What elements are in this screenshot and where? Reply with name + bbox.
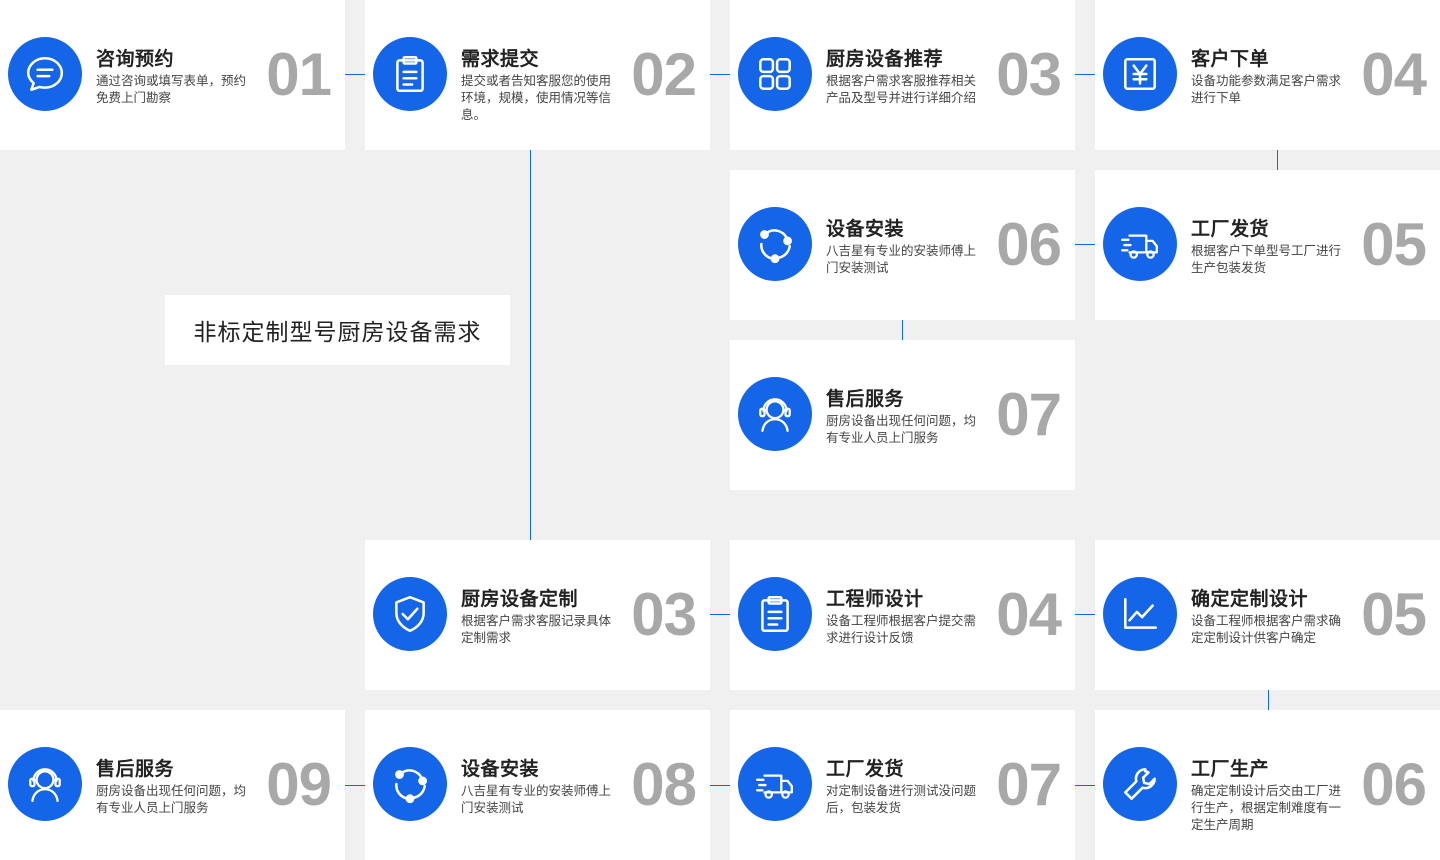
- step-title: 确定定制设计: [1191, 588, 1309, 610]
- step-title: 厨房设备推荐: [826, 48, 944, 70]
- step-number: 09: [266, 751, 332, 818]
- step-number: 03: [631, 581, 697, 648]
- step-card-order: 客户下单 设备功能参数满足客户需求进行下单 04: [1095, 0, 1440, 150]
- step-title: 工厂发货: [1191, 218, 1270, 240]
- connector-01-02: [345, 74, 365, 75]
- step-number: 07: [996, 381, 1062, 448]
- step-description: 对定制设备进行测试没问题后，包装发货: [826, 783, 977, 815]
- step-description: 厨房设备出现任何问题，均有专业人员上门服务: [826, 413, 977, 445]
- connector-02-03: [710, 74, 730, 75]
- yen-icon: [1103, 37, 1177, 111]
- headset-agent-icon: [8, 747, 82, 821]
- custom-requirement-label: 非标定制型号厨房设备需求: [165, 295, 510, 365]
- step-description: 设备功能参数满足客户需求进行下单: [1191, 73, 1342, 105]
- step-card-produce: 工厂生产 确定定制设计后交由工厂进行生产，根据定制难度有一定生产周期 06: [1095, 710, 1440, 860]
- line-chart-icon: [1103, 577, 1177, 651]
- clipboard-icon: [373, 37, 447, 111]
- step-card-recommend: 厨房设备推荐 根据客户需求客服推荐相关产品及型号并进行详细介绍 03: [730, 0, 1075, 150]
- step-card-custom: 厨房设备定制 根据客户需求客服记录具体定制需求 03: [365, 540, 710, 690]
- step-number: 06: [996, 211, 1062, 278]
- step-card-aftersale-standard: 售后服务 厨房设备出现任何问题，均有专业人员上门服务 07: [730, 340, 1075, 490]
- step-card-aftersale-custom: 售后服务 厨房设备出现任何问题，均有专业人员上门服务 09: [0, 710, 345, 860]
- step-card-submit: 需求提交 提交或者告知客服您的使用环境，规模，使用情况等信息。 02: [365, 0, 710, 150]
- step-title: 工厂发货: [826, 758, 905, 780]
- step-description: 八吉星有专业的安装师傅上门安装测试: [826, 243, 977, 275]
- step-title: 设备安装: [826, 218, 905, 240]
- chat-bubble-icon: [8, 37, 82, 111]
- step-title: 咨询预约: [96, 48, 175, 70]
- connector-c05-c06: [1268, 690, 1269, 710]
- step-description: 根据客户需求客服记录具体定制需求: [461, 613, 612, 645]
- step-number: 08: [631, 751, 697, 818]
- step-description: 八吉星有专业的安装师傅上门安装测试: [461, 783, 612, 815]
- step-card-install-standard: 设备安装 八吉星有专业的安装师傅上门安装测试 06: [730, 170, 1075, 320]
- step-number: 05: [1361, 581, 1427, 648]
- connector-06-07: [902, 320, 903, 340]
- truck-icon: [738, 747, 812, 821]
- step-number: 05: [1361, 211, 1427, 278]
- refresh-cycle-icon: [738, 207, 812, 281]
- step-card-ship-standard: 工厂发货 根据客户下单型号工厂进行生产包装发货 05: [1095, 170, 1440, 320]
- step-title: 工厂生产: [1191, 758, 1270, 780]
- connector-03-04: [1075, 74, 1095, 75]
- step-card-design: 工程师设计 设备工程师根据客户提交需求进行设计反馈 04: [730, 540, 1075, 690]
- step-description: 根据客户需求客服推荐相关产品及型号并进行详细介绍: [826, 73, 977, 105]
- step-title: 厨房设备定制: [461, 588, 579, 610]
- connector-c06-c07: [1075, 785, 1095, 786]
- step-card-install-custom: 设备安装 八吉星有专业的安装师傅上门安装测试 08: [365, 710, 710, 860]
- refresh-cycle-icon: [373, 747, 447, 821]
- step-description: 根据客户下单型号工厂进行生产包装发货: [1191, 243, 1342, 275]
- connector-c03-c04: [710, 614, 730, 615]
- step-description: 设备工程师根据客户需求确定定制设计供客户确定: [1191, 613, 1342, 645]
- connector-c07-c08: [710, 785, 730, 786]
- step-title: 工程师设计: [826, 588, 924, 610]
- step-title: 需求提交: [461, 48, 540, 70]
- step-description: 通过咨询或填写表单，预约免费上门勘察: [96, 73, 247, 105]
- step-number: 04: [996, 581, 1062, 648]
- step-description: 厨房设备出现任何问题，均有专业人员上门服务: [96, 783, 247, 815]
- connector-branch: [530, 150, 531, 540]
- step-number: 04: [1361, 41, 1427, 108]
- step-title: 售后服务: [826, 388, 905, 410]
- step-number: 02: [631, 41, 697, 108]
- step-number: 07: [996, 751, 1062, 818]
- truck-icon: [1103, 207, 1177, 281]
- step-card-ship-custom: 工厂发货 对定制设备进行测试没问题后，包装发货 07: [730, 710, 1075, 860]
- connector-c08-c09: [345, 785, 365, 786]
- step-description: 提交或者告知客服您的使用环境，规模，使用情况等信息。: [461, 73, 612, 122]
- step-description: 确定定制设计后交由工厂进行生产，根据定制难度有一定生产周期: [1191, 783, 1342, 832]
- connector-04-05: [1277, 150, 1278, 170]
- step-description: 设备工程师根据客户提交需求进行设计反馈: [826, 613, 977, 645]
- step-number: 01: [266, 41, 332, 108]
- clipboard-icon: [738, 577, 812, 651]
- grid-icon: [738, 37, 812, 111]
- step-title: 设备安装: [461, 758, 540, 780]
- connector-c04-c05: [1075, 614, 1095, 615]
- step-card-confirm: 确定定制设计 设备工程师根据客户需求确定定制设计供客户确定 05: [1095, 540, 1440, 690]
- shield-check-icon: [373, 577, 447, 651]
- step-number: 06: [1361, 751, 1427, 818]
- headset-agent-icon: [738, 377, 812, 451]
- step-number: 03: [996, 41, 1062, 108]
- step-card-consult: 咨询预约 通过咨询或填写表单，预约免费上门勘察 01: [0, 0, 345, 150]
- step-title: 售后服务: [96, 758, 175, 780]
- connector-05-06: [1075, 244, 1095, 245]
- step-title: 客户下单: [1191, 48, 1270, 70]
- wrench-icon: [1103, 747, 1177, 821]
